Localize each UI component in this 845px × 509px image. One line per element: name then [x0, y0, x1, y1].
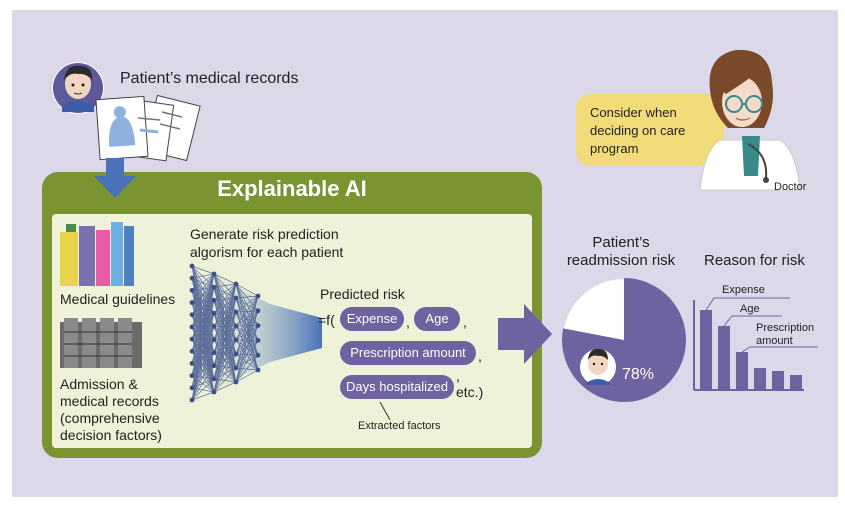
down-arrow-icon: [94, 158, 136, 198]
bar-label-age: Age: [740, 303, 760, 315]
network-node: [233, 351, 239, 357]
network-node: [233, 379, 239, 385]
network-node: [233, 323, 239, 329]
network-node: [189, 263, 195, 269]
network-node: [189, 324, 195, 330]
readmission-line1: Patient’s: [592, 234, 650, 251]
comma-1: ,: [406, 314, 410, 330]
patient-avatar-icon: [52, 62, 104, 114]
network-node: [211, 350, 217, 356]
patient-records-label: Patient’s medical records: [120, 70, 299, 87]
medical-guidelines-label: Medical guidelines: [60, 291, 176, 307]
network-node: [233, 281, 239, 287]
network-node: [189, 275, 195, 281]
network-node: [189, 300, 195, 305]
bar-expense: [700, 310, 712, 390]
doctor-label: Doctor: [774, 181, 807, 193]
extracted-factors-label: Extracted factors: [358, 420, 441, 432]
predicted-risk-label: Predicted risk: [320, 286, 405, 302]
admission-line3: (comprehensive: [60, 410, 160, 426]
network-node: [233, 295, 239, 301]
network-node: [255, 352, 261, 358]
comma-4: ,: [456, 368, 460, 384]
admission-line4: decision factors): [60, 427, 162, 443]
network-node: [255, 367, 261, 373]
factor-expense-pill: Expense: [340, 307, 404, 331]
books-icon: [60, 222, 134, 286]
network-node: [189, 397, 195, 403]
admission-line2: medical records: [60, 393, 159, 409]
bar-label-prescription-2: amount: [756, 335, 793, 347]
network-node: [211, 337, 217, 342]
bar-6: [790, 375, 802, 390]
neural-network-funnel: [186, 262, 322, 404]
bar-4: [754, 368, 766, 390]
readmission-line2: readmission risk: [566, 252, 676, 269]
network-node: [255, 338, 261, 343]
readmission-risk-pie: [561, 277, 687, 403]
network-node: [211, 376, 217, 382]
doctor-speech-bubble: [576, 94, 724, 166]
consider-when-text: Consider when deciding on care program: [590, 105, 686, 156]
bar-label-expense: Expense: [722, 284, 765, 296]
factor-age-pill: Age: [414, 307, 460, 331]
pie-patient-avatar-icon: [580, 348, 616, 385]
admission-line1: Admission &: [60, 376, 138, 392]
network-node: [211, 363, 217, 369]
explainable-ai-title: Explainable AI: [217, 176, 367, 201]
network-node: [255, 323, 261, 328]
result-arrow-icon: [498, 304, 552, 364]
network-node: [211, 271, 217, 277]
network-node: [211, 310, 217, 316]
formula-prefix: =f(: [318, 312, 335, 328]
network-node: [233, 365, 239, 371]
doctor-illustration: [699, 49, 801, 191]
factor-days-pill: Days hospitalized: [340, 375, 454, 399]
etc-label: etc.): [456, 384, 484, 400]
bar-age: [718, 326, 730, 390]
network-node: [233, 337, 239, 343]
network-node: [189, 385, 195, 391]
network-node: [189, 287, 195, 293]
bar-prescription: [736, 352, 748, 390]
network-node: [211, 324, 217, 329]
comma-3: ,: [478, 348, 482, 364]
reason-bar-chart: [693, 297, 818, 391]
network-node: [255, 293, 261, 299]
network-node: [189, 361, 195, 366]
extracted-factors-pointer: [379, 401, 391, 421]
network-node: [189, 336, 195, 342]
factor-prescription-pill: Prescription amount: [340, 341, 476, 365]
comma-2: ,: [463, 314, 467, 330]
server-records-icon: [60, 318, 142, 368]
generate-text-line2: algorism for each patient: [190, 244, 344, 260]
network-node: [189, 312, 195, 318]
network-node: [189, 373, 195, 379]
bar-5: [772, 371, 784, 390]
network-node: [211, 297, 217, 303]
bar-label-prescription-1: Prescription: [756, 322, 815, 334]
network-node: [233, 309, 239, 315]
reason-for-risk-label: Reason for risk: [704, 252, 805, 269]
network-node: [189, 348, 195, 354]
medical-records-documents-icon: [95, 94, 201, 162]
network-node: [211, 389, 217, 395]
generate-text-line1: Generate risk prediction: [190, 226, 339, 242]
risk-percent-label: 78%: [622, 366, 655, 383]
network-node: [255, 308, 261, 314]
network-node: [211, 284, 217, 290]
